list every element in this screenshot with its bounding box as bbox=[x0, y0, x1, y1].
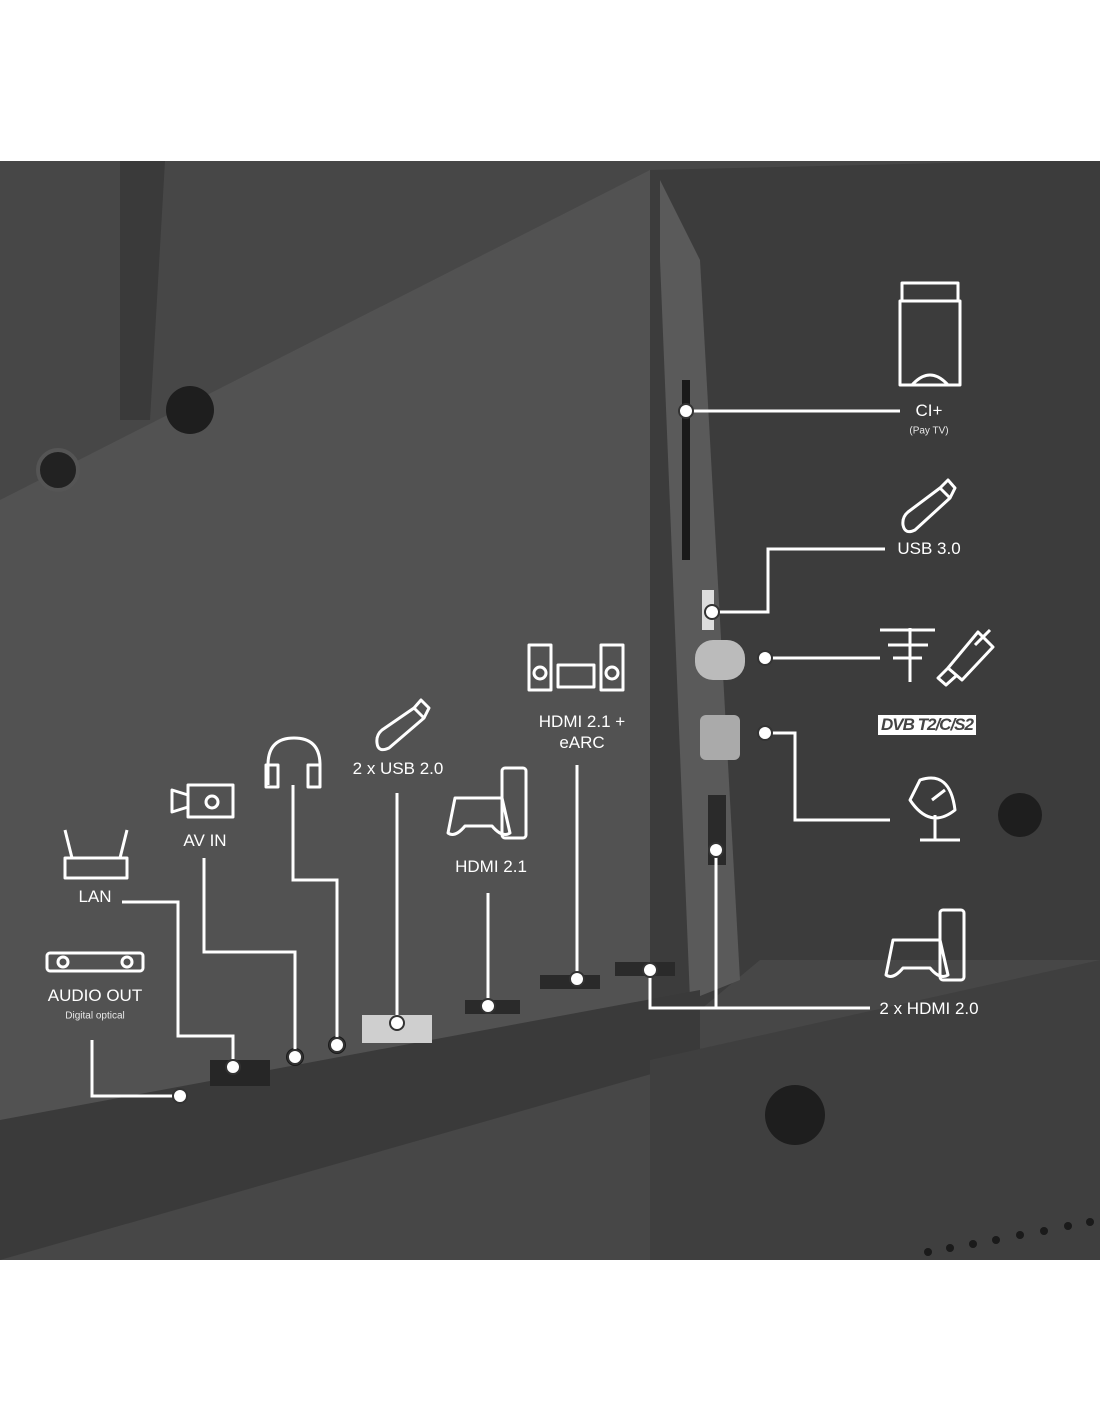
satellite-port bbox=[700, 715, 740, 760]
label-av-in: AV IN bbox=[183, 831, 227, 850]
usb-stick-icon bbox=[901, 478, 957, 534]
label-hdmi21: HDMI 2.1 bbox=[455, 857, 527, 876]
headphones-icon bbox=[264, 736, 322, 789]
label-ci: CI+ bbox=[915, 401, 943, 420]
label-audio-out: AUDIO OUT bbox=[47, 986, 143, 1005]
bottom-port-strip bbox=[0, 990, 700, 1260]
ci-slot bbox=[682, 380, 690, 560]
ci-card-icon bbox=[898, 281, 962, 387]
mount-hole bbox=[166, 386, 214, 434]
label-ci-sub: (Pay TV) bbox=[909, 425, 949, 437]
antenna-icon bbox=[880, 628, 935, 682]
mount-hole bbox=[765, 1085, 825, 1145]
game-console-icon-right bbox=[884, 908, 966, 982]
router-icon bbox=[63, 829, 129, 880]
game-console-icon bbox=[446, 766, 528, 840]
connector-dots bbox=[172, 403, 773, 1104]
coax-cable-icon bbox=[936, 628, 995, 687]
mount-hole bbox=[998, 793, 1042, 837]
camcorder-icon bbox=[170, 783, 235, 819]
label-usb3: USB 3.0 bbox=[897, 539, 961, 558]
connector-lines bbox=[90, 409, 900, 1098]
stand-block bbox=[650, 960, 1100, 1260]
tv-side-panel bbox=[650, 161, 1100, 1010]
soundbar-icon bbox=[45, 951, 145, 973]
label-hdmi21-earc-2: eARC bbox=[559, 733, 605, 752]
antenna-port bbox=[695, 640, 745, 680]
label-lan: LAN bbox=[78, 887, 112, 906]
tv-rear-panel bbox=[0, 161, 1100, 1260]
vent-holes bbox=[924, 1218, 1094, 1256]
label-audio-out-sub: Digital optical bbox=[65, 1010, 125, 1022]
label-usb2: 2 x USB 2.0 bbox=[352, 759, 444, 778]
dvb-logo: DVB T2/C/S2 bbox=[878, 715, 976, 735]
tv-back-cover bbox=[0, 170, 650, 1130]
mount-screw bbox=[36, 448, 80, 492]
speakers-icon bbox=[527, 643, 625, 692]
usb-stick-icon-2 bbox=[375, 698, 431, 752]
label-hdmi20: 2 x HDMI 2.0 bbox=[879, 999, 979, 1018]
label-hdmi21-earc: HDMI 2.1 + bbox=[538, 712, 626, 731]
satellite-dish-icon bbox=[908, 776, 960, 842]
